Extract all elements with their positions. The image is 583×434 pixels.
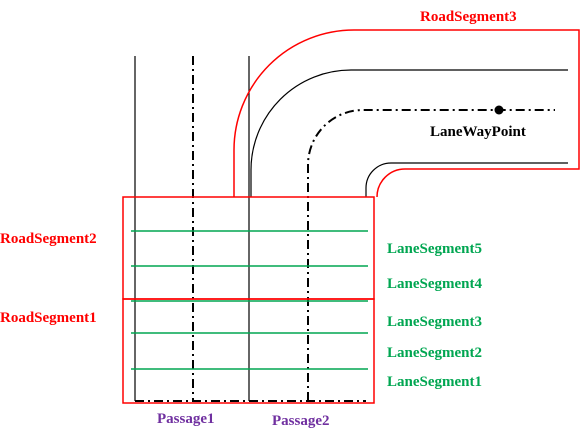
lane-segment-3-label: LaneSegment3 bbox=[387, 314, 482, 330]
lane-segment-4-label: LaneSegment4 bbox=[387, 276, 482, 292]
lane-boundaries bbox=[134, 56, 568, 401]
road-segment-1-box bbox=[122, 298, 375, 404]
passage-centerlines bbox=[135, 56, 555, 402]
road-segment-3-outline bbox=[233, 29, 580, 198]
passage-2-centerline bbox=[307, 109, 555, 401]
lane-waypoint-dot bbox=[494, 105, 504, 115]
road-segment-3-label: RoadSegment3 bbox=[420, 9, 517, 25]
passage-2-label: Passage2 bbox=[272, 413, 330, 429]
inner-curve-boundary bbox=[365, 162, 568, 197]
lane-segment-1-label: LaneSegment1 bbox=[387, 374, 482, 390]
lane-way-point-label: LaneWayPoint bbox=[430, 124, 526, 140]
passage-1-label: Passage1 bbox=[157, 411, 215, 427]
lane-segment-5-label: LaneSegment5 bbox=[387, 241, 482, 257]
outer-curve-boundary bbox=[250, 69, 568, 197]
lane-segment-lines bbox=[131, 230, 368, 370]
lane-segment-2-label: LaneSegment2 bbox=[387, 345, 482, 361]
road-segment-outlines bbox=[122, 29, 580, 404]
road-segment-2-label: RoadSegment2 bbox=[0, 231, 97, 247]
road-segment-1-label: RoadSegment1 bbox=[0, 310, 97, 326]
